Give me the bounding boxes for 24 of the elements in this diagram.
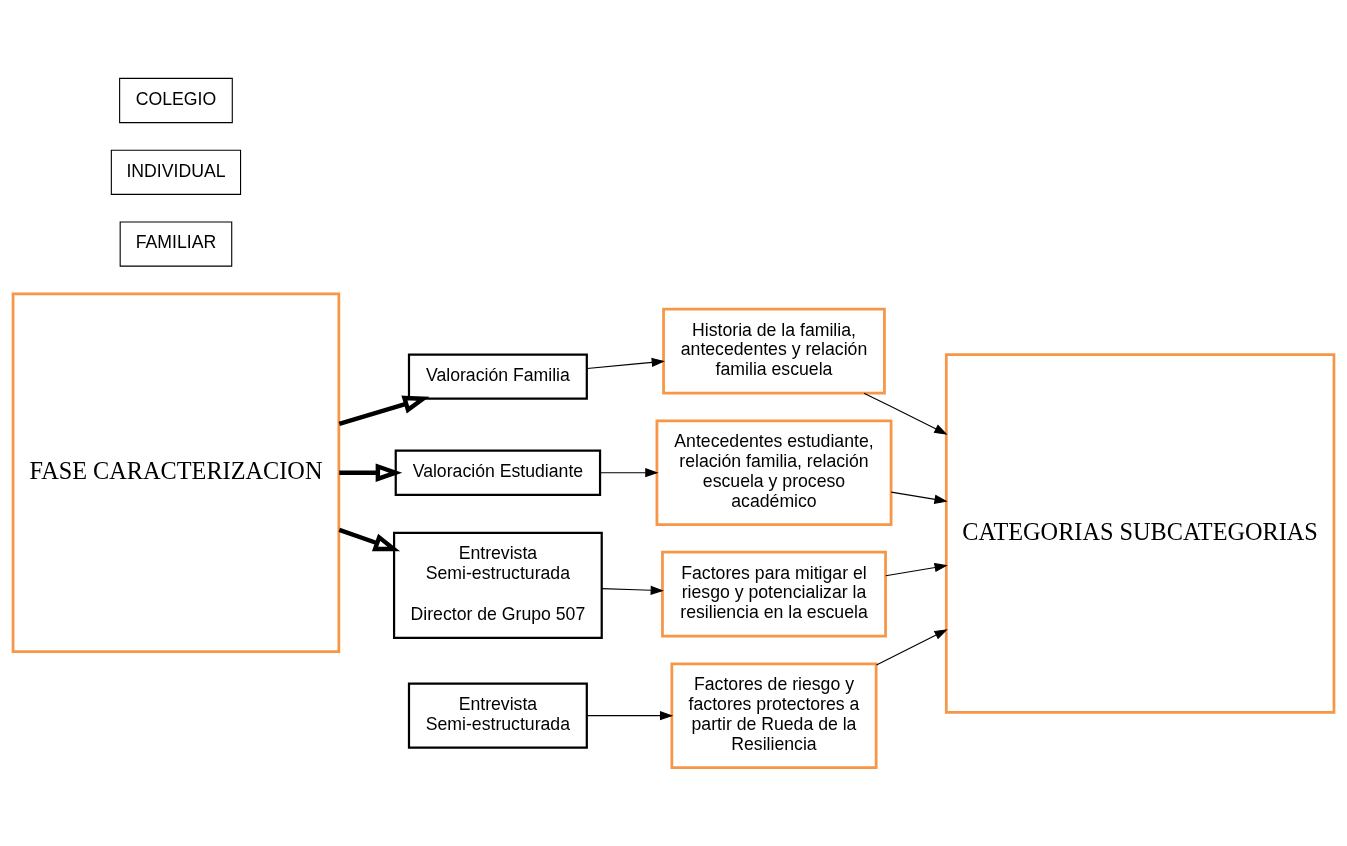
node-box: Historia de la familia, antecedentes y relación familia escuela bbox=[662, 307, 886, 395]
node-box: CATEGORIAS SUBCATEGORIAS bbox=[944, 353, 1336, 714]
arrow bbox=[599, 468, 659, 478]
arrow bbox=[875, 629, 948, 666]
node-box: FASE CARACTERIZACION bbox=[11, 292, 341, 653]
node-box: Valoración Estudiante bbox=[394, 449, 602, 496]
node-box: FAMILIAR bbox=[119, 221, 233, 267]
arrow bbox=[885, 562, 948, 577]
arrow bbox=[586, 357, 665, 369]
node-box: Valoración Familia bbox=[407, 353, 588, 400]
node-box: COLEGIO bbox=[119, 77, 233, 124]
node-box: Factores de riesgo y factores protectores a partir de Rueda de la Resiliencia bbox=[670, 662, 878, 769]
node-box: INDIVIDUAL bbox=[110, 149, 242, 195]
arrow bbox=[339, 463, 403, 482]
arrow bbox=[890, 491, 948, 504]
node-box: Entrevista Semi-estructurada bbox=[407, 682, 588, 749]
node-box: Factores para mitigar el riesgo y potencializar la resiliencia en la escuela bbox=[661, 550, 887, 638]
arrow bbox=[601, 585, 664, 595]
arrow bbox=[338, 527, 401, 552]
node-box: Antecedentes estudiante, relación familia, relación escuela y proceso académico bbox=[655, 419, 893, 526]
arrow bbox=[586, 711, 674, 721]
node-box: Entrevista Semi-estructurada Director de Grupo 507 bbox=[392, 531, 603, 639]
arrow bbox=[863, 392, 948, 435]
arrow bbox=[338, 395, 430, 427]
